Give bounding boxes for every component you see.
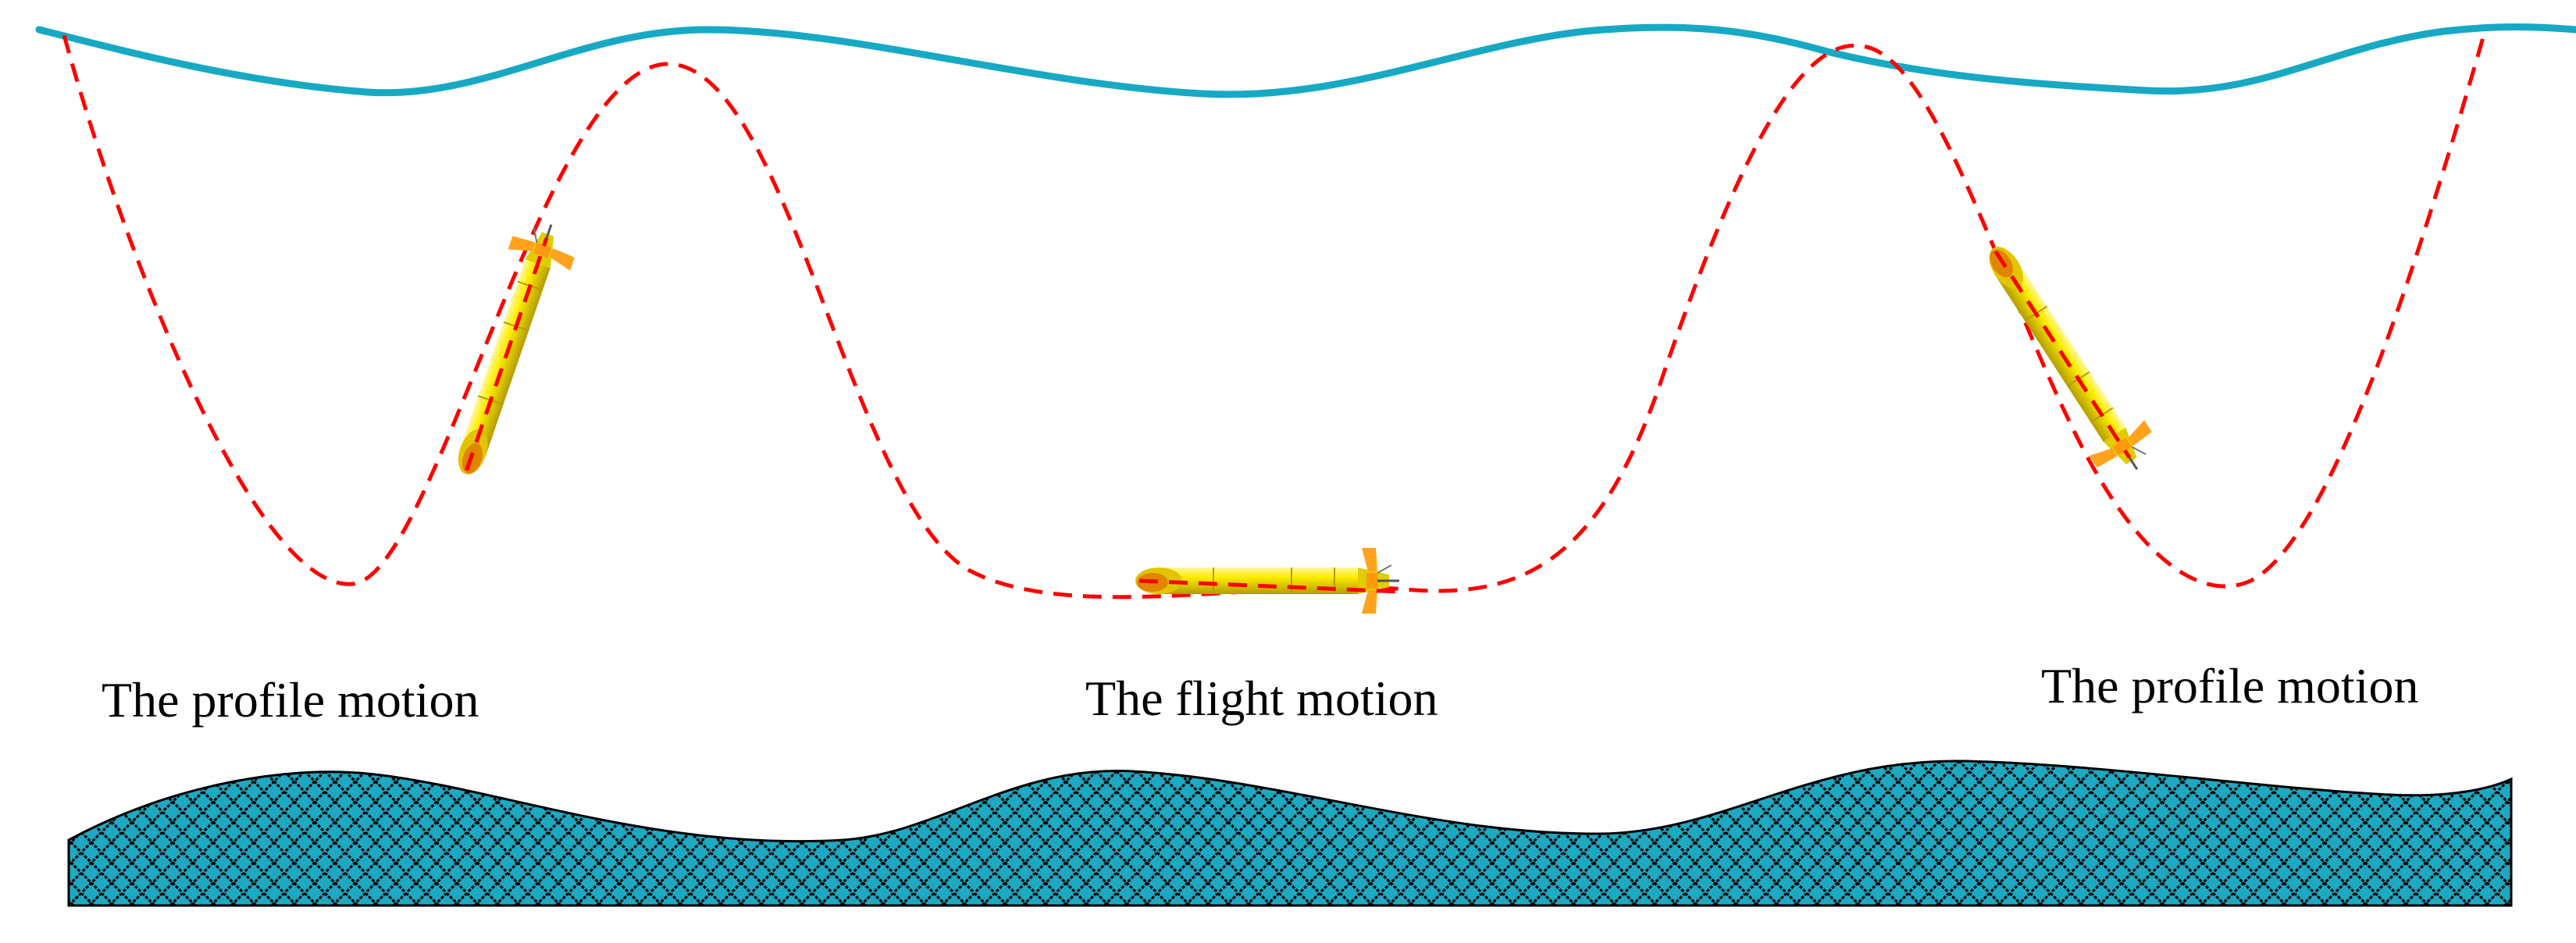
glider-trajectory bbox=[62, 34, 2485, 600]
label-left-profile-motion: The profile motion bbox=[102, 672, 479, 728]
seabed bbox=[67, 760, 2513, 907]
label-center-flight-motion: The flight motion bbox=[1085, 671, 1438, 726]
glider-left-descent bbox=[433, 212, 584, 486]
sea-surface-line bbox=[35, 23, 2576, 98]
glider-center-flight bbox=[1134, 546, 1402, 615]
glider-right-descent bbox=[1965, 229, 2166, 489]
label-right-profile-motion: The profile motion bbox=[2041, 658, 2418, 713]
